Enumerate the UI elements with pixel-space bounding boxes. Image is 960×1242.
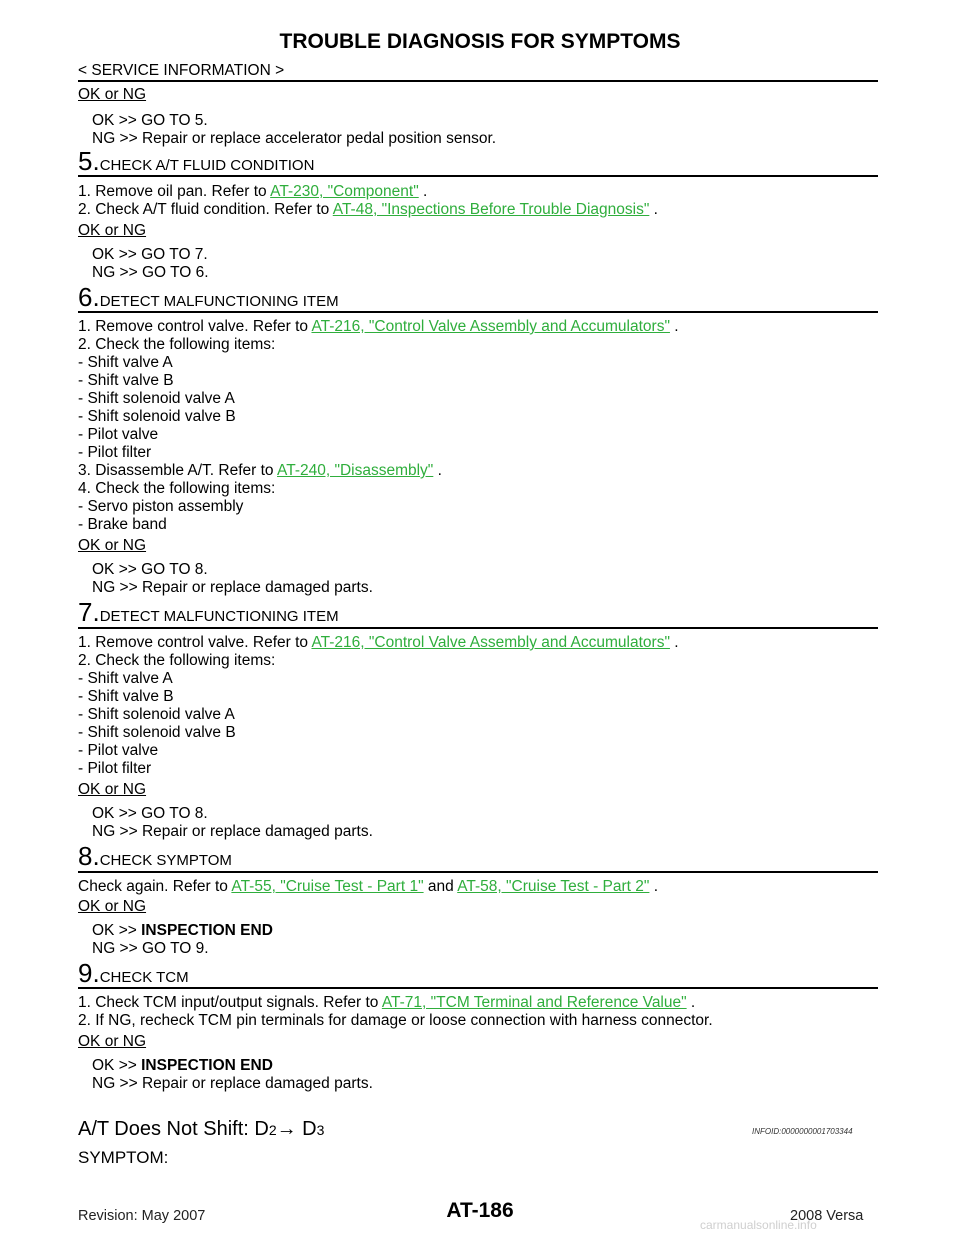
instruction-line: 2. Check A/T fluid condition. Refer to A… [78,201,658,218]
result-ng: NG >> GO TO 6. [92,264,209,281]
page-title: TROUBLE DIAGNOSIS FOR SYMPTOMS [279,30,681,53]
check-item: - Brake band [78,516,167,533]
check-item: - Pilot filter [78,760,152,777]
page-number: AT-186 [446,1199,514,1222]
step-number: 6. [78,282,100,312]
ref-link[interactable]: AT-55, "Cruise Test - Part 1" [231,878,424,895]
instruction-line: 3. Disassemble A/T. Refer to AT-240, "Di… [78,462,442,479]
step-title: CHECK A/T FLUID CONDITION [99,157,315,174]
step-6-heading: 6.DETECT MALFUNCTIONING ITEM [78,284,339,311]
step-number: 7. [78,597,100,627]
ok-ng-label: OK or NG [78,537,147,554]
instruction-line: 1. Remove control valve. Refer to AT-216… [78,634,679,651]
check-item: - Pilot valve [78,426,159,443]
step-title: CHECK SYMPTOM [99,852,232,869]
step-title: CHECK TCM [99,969,189,986]
result-ng: NG >> Repair or replace damaged parts. [92,1075,373,1092]
step-5-heading: 5.CHECK A/T FLUID CONDITION [78,148,314,175]
instruction-line: 2. Check the following items: [78,336,276,353]
check-item: - Shift solenoid valve B [78,408,236,425]
check-item: - Pilot filter [78,444,152,461]
step-8-heading: 8.CHECK SYMPTOM [78,843,232,870]
step-9-heading: 9.CHECK TCM [78,960,189,987]
step-rule [78,175,878,177]
ref-link[interactable]: AT-71, "TCM Terminal and Reference Value… [381,994,687,1011]
watermark: carmanualsonline.info [700,1218,817,1232]
instruction-line: 2. If NG, recheck TCM pin terminals for … [78,1012,713,1029]
step-rule [78,627,878,629]
instruction-line: 1. Check TCM input/output signals. Refer… [78,994,696,1011]
result-ng: NG >> Repair or replace damaged parts. [92,579,373,596]
check-item: - Shift solenoid valve B [78,724,236,741]
ref-link[interactable]: AT-240, "Disassembly" [277,462,434,479]
result-ok: OK >> GO TO 8. [92,805,208,822]
step-7-heading: 7.DETECT MALFUNCTIONING ITEM [78,599,339,626]
check-item: - Servo piston assembly [78,498,244,515]
info-id: INFOID:0000000001703344 [752,1127,853,1136]
ref-link[interactable]: AT-216, "Control Valve Assembly and Accu… [311,318,670,335]
check-item: - Pilot valve [78,742,159,759]
ok-ng-label: OK or NG [78,781,147,798]
step-rule [78,311,878,313]
check-item: - Shift valve B [78,688,174,705]
ref-link[interactable]: AT-216, "Control Valve Assembly and Accu… [311,634,670,651]
ok-ng-label: OK or NG [78,1033,147,1050]
result-ok: OK >> GO TO 8. [92,561,208,578]
footer-model: 2008 Versa [790,1208,864,1224]
ref-link[interactable]: AT-58, "Cruise Test - Part 2" [457,878,650,895]
step-rule [78,871,878,873]
instruction-line: Check again. Refer to AT-55, "Cruise Tes… [78,878,659,895]
section-header: < SERVICE INFORMATION > [78,62,285,79]
result-ok: OK >> INSPECTION END [92,922,273,939]
check-item: - Shift valve A [78,670,173,687]
instruction-line: 1. Remove oil pan. Refer to AT-230, "Com… [78,183,428,200]
ref-link[interactable]: AT-230, "Component" [270,183,419,200]
check-item: - Shift valve A [78,354,173,371]
header-rule [78,80,878,82]
step-title: DETECT MALFUNCTIONING ITEM [99,608,339,625]
result-ng: NG >> Repair or replace accelerator peda… [92,130,497,147]
symptom-label: SYMPTOM: [78,1148,169,1167]
step-rule [78,987,878,989]
step-number: 8. [78,841,100,871]
check-item: - Shift solenoid valve A [78,390,235,407]
step-title: DETECT MALFUNCTIONING ITEM [99,293,339,310]
check-item: - Shift valve B [78,372,174,389]
instruction-line: 2. Check the following items: [78,652,276,669]
ok-ng-label: OK or NG [78,222,147,239]
result-ng: NG >> Repair or replace damaged parts. [92,823,373,840]
footer-revision: Revision: May 2007 [78,1208,206,1224]
ref-link[interactable]: AT-48, "Inspections Before Trouble Diagn… [332,201,650,218]
check-item: - Shift solenoid valve A [78,706,235,723]
instruction-line: 4. Check the following items: [78,480,276,497]
step-number: 5. [78,146,100,176]
result-ok: OK >> GO TO 7. [92,246,208,263]
result-ng: NG >> GO TO 9. [92,940,209,957]
subsection-heading: A/T Does Not Shift: D2→ D3 [78,1118,325,1140]
result-ok: OK >> GO TO 5. [92,112,208,129]
step-number: 9. [78,958,100,988]
result-ok: OK >> INSPECTION END [92,1057,273,1074]
ok-ng-label: OK or NG [78,898,147,915]
instruction-line: 1. Remove control valve. Refer to AT-216… [78,318,679,335]
ok-ng-label: OK or NG [78,86,147,103]
